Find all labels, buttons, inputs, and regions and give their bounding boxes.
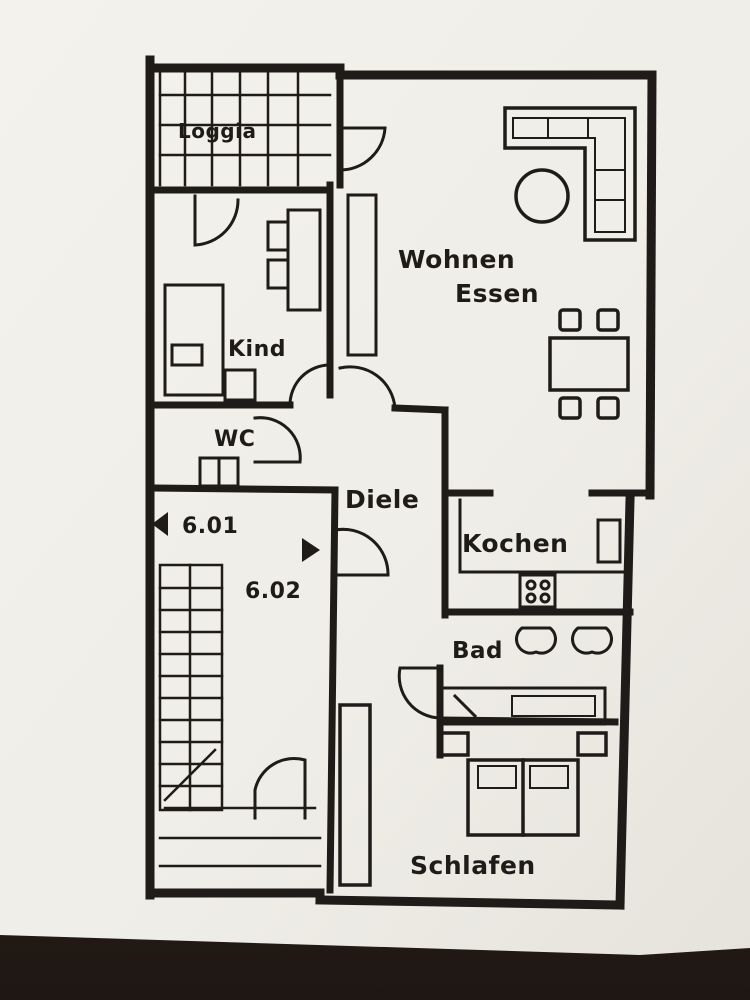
label-kind: Kind (228, 337, 286, 362)
bedroom-furniture (338, 703, 608, 887)
kind-furniture (163, 193, 378, 402)
living-furniture (503, 106, 637, 420)
label-unit-left: 6.01 (182, 514, 238, 539)
label-wohnen: Wohnen (398, 245, 515, 274)
arrow-right-icon (302, 538, 320, 562)
arrow-left-icon (152, 512, 168, 536)
staircase (158, 563, 322, 868)
wc-fixtures (198, 456, 240, 488)
interior-walls (146, 64, 654, 894)
bathroom-fixtures (440, 626, 613, 726)
window-marks (148, 73, 654, 906)
label-wc: WC (214, 427, 255, 452)
label-bad: Bad (452, 638, 503, 664)
label-diele: Diele (345, 485, 419, 514)
label-essen: Essen (455, 279, 539, 308)
kitchen-counter (458, 498, 632, 609)
label-schlafen: Schlafen (410, 851, 536, 880)
doors (193, 126, 442, 820)
label-loggia: Loggia (178, 119, 256, 143)
label-unit-right: 6.02 (245, 579, 301, 604)
unit-arrows (152, 512, 320, 562)
loggia-tiles (158, 70, 332, 187)
label-kochen: Kochen (462, 529, 568, 558)
